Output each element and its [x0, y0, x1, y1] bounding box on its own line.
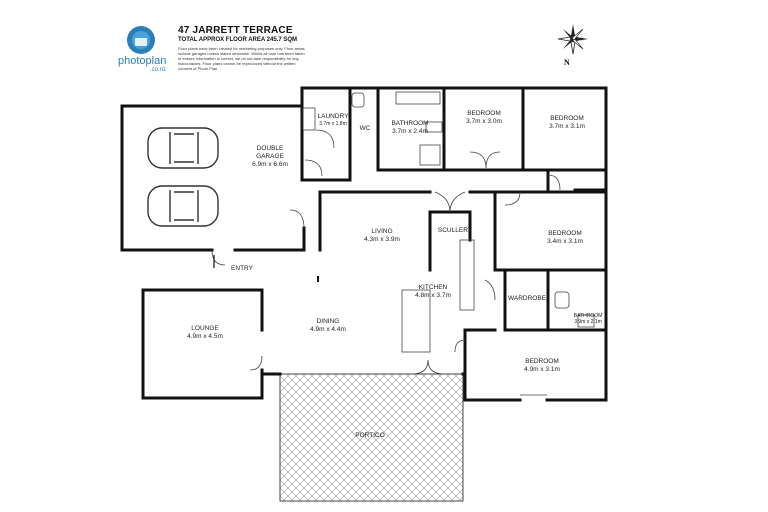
- floor-area: TOTAL APPROX FLOOR AREA 245.7 SQM: [178, 37, 298, 43]
- car-icon: [147, 127, 219, 227]
- photoplan-logo-icon: [127, 26, 155, 54]
- lounge-walls: [141, 288, 264, 400]
- logo-suffix: .co.nz: [150, 67, 167, 73]
- compass-rose-icon: [557, 24, 588, 55]
- north-label: N: [564, 58, 570, 67]
- room-wc: WC: [359, 125, 371, 132]
- room-entry: ENTRY: [231, 265, 253, 272]
- right-wing-walls: [463, 86, 608, 402]
- page-title: 47 JARRETT TERRACE: [178, 25, 293, 36]
- room-wardrobe: WARDROBE: [507, 295, 547, 302]
- logo-name: photoplan: [118, 55, 167, 67]
- garage-walls: [120, 104, 306, 252]
- room-scullery: SCULLERY: [437, 227, 473, 234]
- service-wing-walls: [300, 86, 608, 172]
- room-portico: PORTICO: [355, 432, 385, 439]
- portico-area: [279, 373, 464, 502]
- disclaimer: Floor plans have been created for market…: [178, 46, 305, 71]
